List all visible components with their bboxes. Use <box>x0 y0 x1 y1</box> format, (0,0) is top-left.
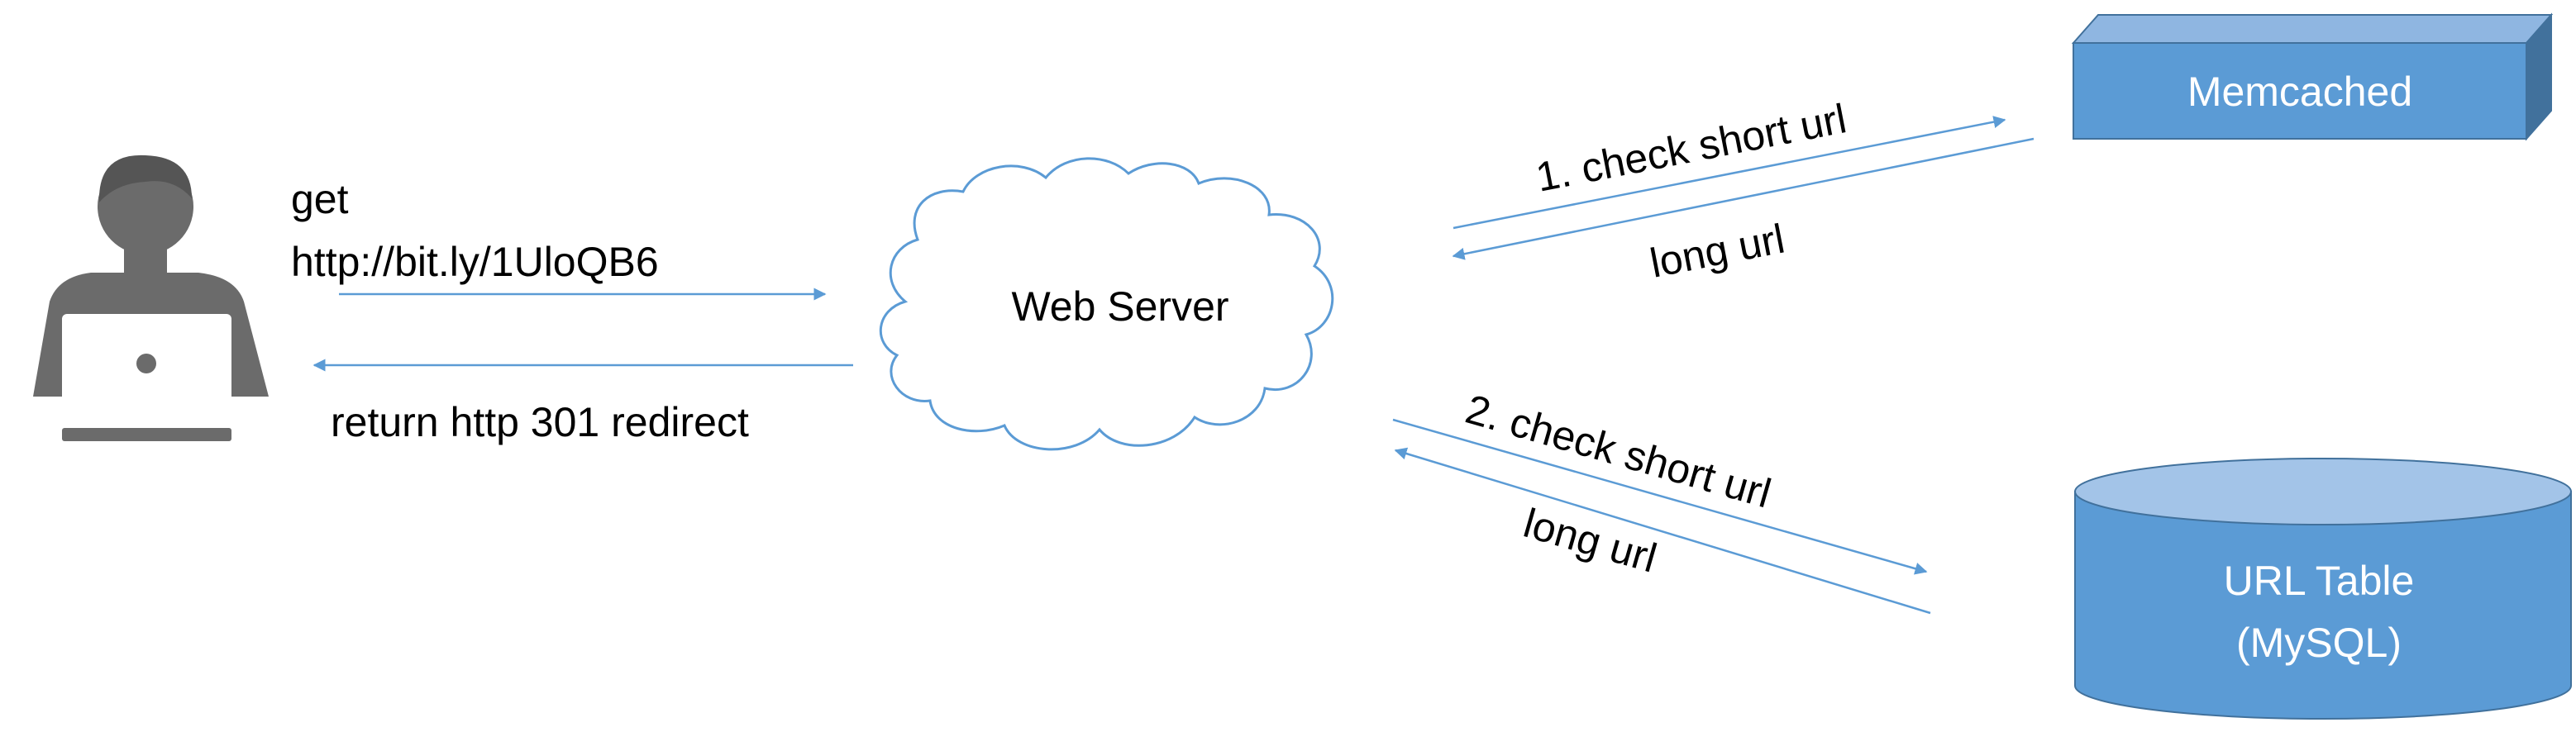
laptop-base <box>62 428 231 441</box>
memcached-top <box>2071 14 2554 44</box>
memcached-box: Memcached <box>2071 12 2554 141</box>
db-reply-label: long url <box>1519 500 1662 582</box>
memcached-front <box>2073 42 2527 140</box>
web-server-label: Web Server <box>1011 283 1228 330</box>
user-hair <box>98 154 192 202</box>
url-table-sublabel: (MySQL) <box>2236 620 2402 666</box>
url-table-label: URL Table <box>2224 558 2415 604</box>
user-laptop-icon <box>33 154 269 441</box>
laptop-logo <box>136 354 156 373</box>
memcached-label: Memcached <box>2187 69 2412 115</box>
db-check-label: 2. check short url <box>1461 386 1776 517</box>
web-server-cloud: Web Server <box>879 157 1334 451</box>
cache-reply-arrow <box>1452 137 2035 260</box>
request-label-get: get <box>291 176 349 222</box>
db-reply-arrow <box>1394 447 1931 615</box>
cache-check-arrow <box>1453 116 2006 230</box>
cloud-shape <box>879 157 1334 451</box>
cylinder-body <box>2074 491 2572 720</box>
db-check-arrow <box>1392 418 1928 575</box>
request-label-url: http://bit.ly/1UloQB6 <box>291 239 659 285</box>
cache-reply-label: long url <box>1646 216 1788 287</box>
response-label: return http 301 redirect <box>331 399 749 445</box>
cylinder-top <box>2074 458 2572 525</box>
url-table-cylinder: URL Table (MySQL) <box>2074 458 2572 720</box>
